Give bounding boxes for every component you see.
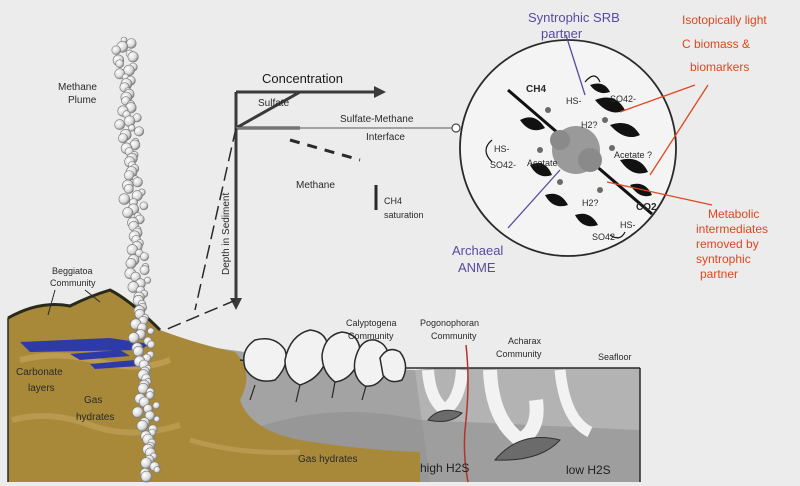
circle-acetate-2: Acetate ?: [614, 150, 652, 160]
beggiatoa-label-2: Community: [50, 278, 96, 288]
gas-hydrates-left-label-1: Gas: [84, 395, 102, 406]
methane-bubble: [129, 125, 136, 132]
methane-bubble: [148, 341, 156, 349]
methane-plume-label-1: Methane: [58, 82, 97, 93]
circle-hs-2: HS-: [494, 144, 510, 154]
carbonate-label-2: layers: [28, 383, 55, 394]
pogonophoran-label-1: Pogonophoran: [420, 318, 479, 328]
ch4-saturation-label-1: CH4: [384, 196, 402, 206]
isotopically-light-label-1: Isotopically light: [682, 13, 767, 27]
pogonophoran-label-2: Community: [431, 331, 477, 341]
methane-plume-label-2: Plume: [68, 95, 97, 106]
circle-ch4-label: CH4: [526, 84, 546, 95]
methane-bubble: [153, 402, 160, 409]
circle-h2-2: H2?: [582, 198, 599, 208]
calyptogena-label-1: Calyptogena: [346, 318, 397, 328]
metabolic-label-2: intermediates: [696, 222, 768, 236]
carbonate-label-1: Carbonate: [16, 367, 63, 378]
methane-bubble: [140, 253, 148, 261]
circle-co2-label: CO2: [636, 202, 657, 213]
circle-acetate-1: Acetate: [527, 158, 558, 168]
metabolic-label-5: partner: [700, 267, 738, 281]
concentration-label: Concentration: [262, 71, 343, 86]
methane-bubble: [132, 407, 143, 418]
methane-bubble: [148, 328, 155, 335]
methane-bubble: [137, 420, 148, 431]
metabolic-label-4: syntrophic: [696, 252, 751, 266]
methane-bubble: [124, 184, 133, 193]
methane-bubble: [133, 177, 143, 187]
interface-label-1: Sulfate-Methane: [340, 114, 414, 125]
circle-hs-1: HS-: [566, 96, 582, 106]
methane-profile-label: Methane: [296, 180, 335, 191]
gas-hydrates-bottom-label: Gas hydrates: [298, 454, 357, 465]
methane-bubble: [119, 194, 130, 205]
gas-hydrates-left-label-2: hydrates: [76, 412, 114, 423]
methane-bubble: [140, 266, 149, 275]
archaeal-anme-label-1: Archaeal: [452, 243, 503, 258]
acharax-label-2: Community: [496, 349, 542, 359]
calyptogena-label-2: Community: [348, 331, 394, 341]
methane-bubble: [140, 202, 148, 210]
methane-bubble: [141, 471, 152, 482]
depth-axis-label: Depth in Sediment: [221, 193, 232, 275]
interface-label-2: Interface: [366, 132, 405, 143]
circle-hs-3: HS-: [620, 220, 636, 230]
ch4-saturation-label-2: saturation: [384, 210, 424, 220]
syntrophic-srb-label-1: Syntrophic SRB: [528, 10, 620, 25]
circle-h2-1: H2?: [581, 120, 598, 130]
beggiatoa-label-1: Beggiatoa: [52, 266, 93, 276]
methane-bubble: [133, 346, 143, 356]
zoom-circle-consortium: [460, 40, 676, 256]
methane-bubble: [154, 467, 160, 473]
isotopically-light-label-2: C biomass &: [682, 37, 750, 51]
methane-bubble: [128, 332, 139, 343]
circle-so4-2: SO42-: [490, 160, 516, 170]
low-h2s-label: low H2S: [566, 463, 611, 477]
seafloor-label: Seafloor: [598, 352, 632, 362]
high-h2s-label: high H2S: [420, 461, 469, 475]
methane-bubble: [116, 60, 124, 68]
archaeal-anme-label-2: ANME: [458, 260, 496, 275]
syntrophic-srb-label-2: partner: [541, 26, 583, 41]
circle-so4-1: SO42-: [610, 94, 636, 104]
methane-bubble: [126, 258, 136, 268]
methane-bubble: [123, 207, 133, 217]
methane-bubble: [154, 416, 160, 422]
methane-bubble: [134, 127, 143, 136]
acharax-label-1: Acharax: [508, 336, 542, 346]
circle-so4-3: SO42-: [592, 232, 618, 242]
metabolic-label-3: removed by: [696, 237, 759, 251]
concentration-profile: [165, 86, 460, 330]
methane-bubble: [112, 46, 121, 55]
isotopically-light-label-3: biomarkers: [690, 60, 749, 74]
sulfate-label: Sulfate: [258, 98, 290, 109]
metabolic-label-1: Metabolic: [708, 207, 759, 221]
methane-bubble: [115, 120, 125, 130]
methane-bubble: [118, 134, 127, 143]
methane-bubble: [128, 52, 138, 62]
